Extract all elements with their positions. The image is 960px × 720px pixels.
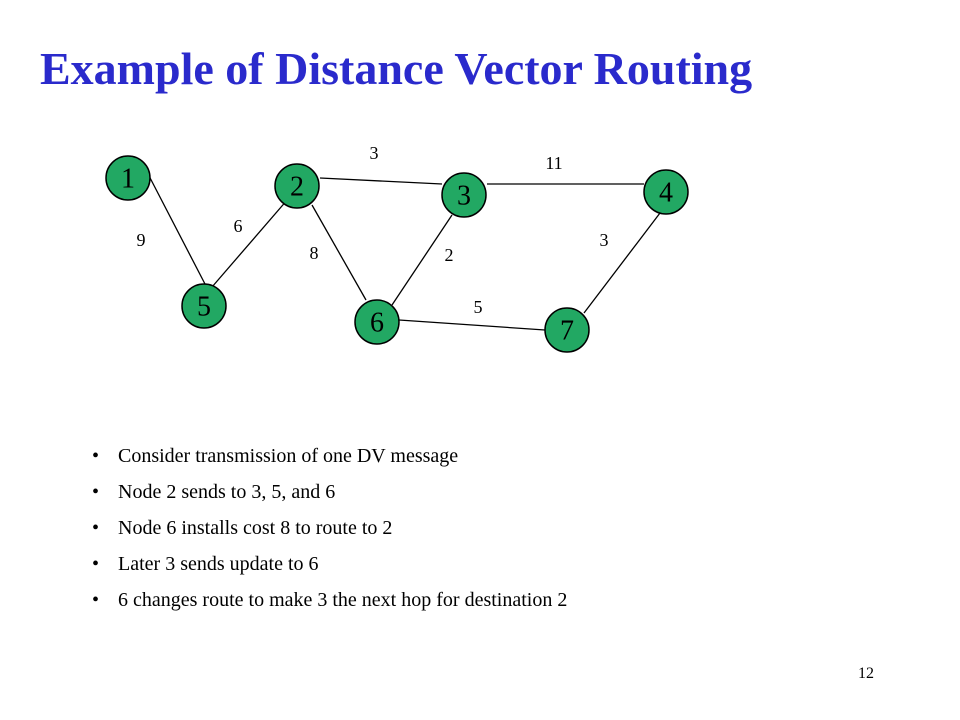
- node-circle: [544, 307, 590, 353]
- slide-title: Example of Distance Vector Routing: [40, 43, 753, 94]
- edge-line: [311, 204, 367, 301]
- bullet-item: 6 changes route to make 3 the next hop f…: [92, 582, 567, 618]
- page-number: 12: [858, 665, 874, 682]
- node-7: 7: [544, 307, 590, 353]
- edge-5-2: [211, 198, 289, 288]
- edge-cost-label: 11: [545, 153, 562, 173]
- node-label: 7: [560, 316, 574, 347]
- edge-2-3: [319, 177, 443, 185]
- bullet-list: Consider transmission of one DV message …: [92, 438, 567, 618]
- bullet-item: Consider transmission of one DV message: [92, 438, 567, 474]
- bullet-item: Node 6 installs cost 8 to route to 2: [92, 510, 567, 546]
- edge-cost-label: 8: [310, 243, 319, 263]
- edge-line: [583, 212, 661, 314]
- edge-line: [391, 214, 453, 306]
- node-2: 2: [274, 163, 320, 209]
- node-4: 4: [643, 169, 689, 215]
- node-5: 5: [181, 283, 227, 329]
- node-circle: [441, 172, 487, 218]
- edge-line: [146, 171, 206, 285]
- node-label: 1: [121, 164, 135, 195]
- nodes-layer: 1 2 3 4 5 6 7: [105, 155, 689, 353]
- edge-line: [398, 319, 546, 331]
- edge-cost-label: 3: [370, 143, 379, 163]
- node-circle: [274, 163, 320, 209]
- edge-1-5: [146, 171, 206, 285]
- node-circle: [354, 299, 400, 345]
- node-1: 1: [105, 155, 151, 201]
- node-label: 5: [197, 292, 211, 323]
- node-circle: [181, 283, 227, 329]
- edge-6-7: [398, 319, 546, 331]
- edge-2-6: [311, 204, 367, 301]
- node-label: 3: [457, 181, 471, 212]
- node-label: 6: [370, 308, 384, 339]
- weights-layer: 9 6 3 8 2 11 3 5: [137, 143, 609, 317]
- edge-cost-label: 9: [137, 230, 146, 250]
- edge-cost-label: 5: [474, 297, 483, 317]
- bullet-item: Node 2 sends to 3, 5, and 6: [92, 474, 567, 510]
- bullet-item: Later 3 sends update to 6: [92, 546, 567, 582]
- node-label: 2: [290, 172, 304, 203]
- node-circle: [105, 155, 151, 201]
- node-6: 6: [354, 299, 400, 345]
- edge-cost-label: 6: [234, 216, 243, 236]
- node-label: 4: [659, 178, 673, 209]
- edges-layer: [146, 171, 661, 331]
- edge-line: [319, 177, 443, 185]
- edge-cost-label: 3: [600, 230, 609, 250]
- node-3: 3: [441, 172, 487, 218]
- node-circle: [643, 169, 689, 215]
- edge-line: [211, 198, 289, 288]
- edge-4-7: [583, 212, 661, 314]
- edge-cost-label: 2: [445, 245, 454, 265]
- edge-6-3: [391, 214, 453, 306]
